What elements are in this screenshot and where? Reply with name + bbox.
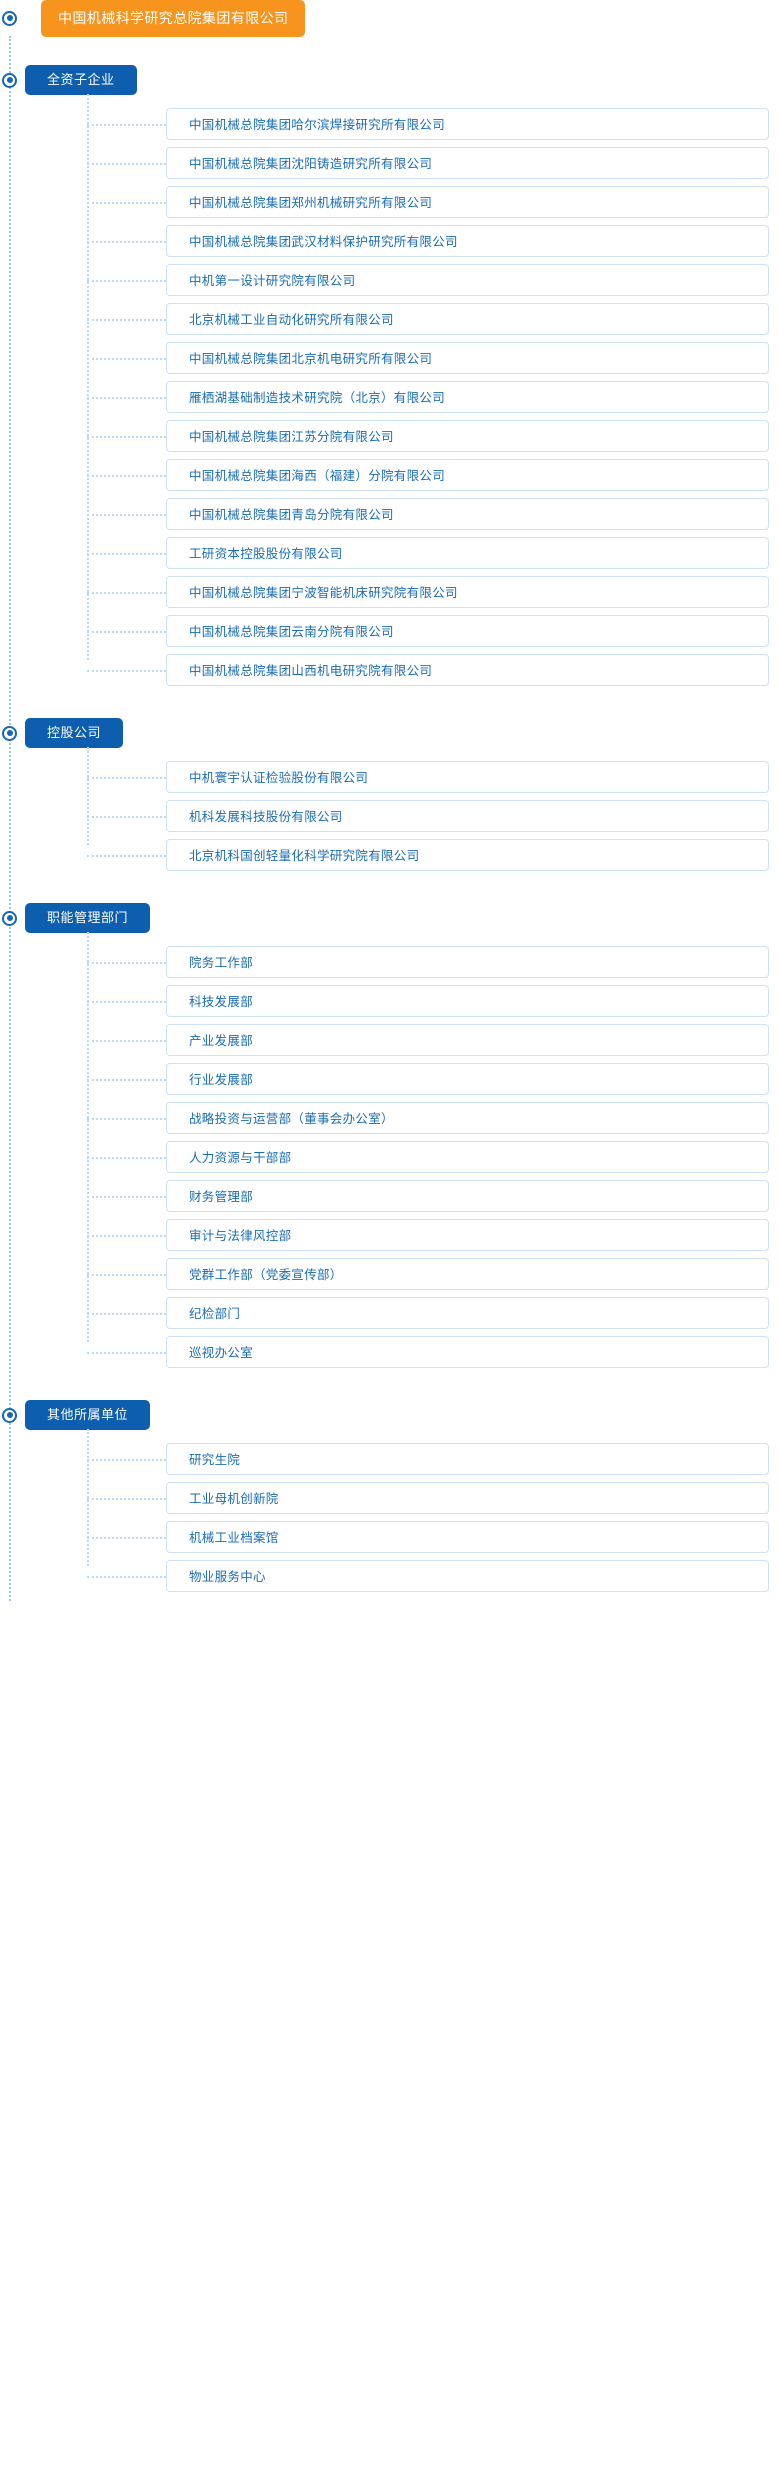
org-item[interactable]: 行业发展部 xyxy=(166,1062,769,1095)
category-children: 中机寰宇认证检验股份有限公司机科发展科技股份有限公司北京机科国创轻量化科学研究院… xyxy=(87,747,779,874)
org-item-row: 研究生院 xyxy=(87,1439,779,1478)
org-item-row: 中国机械总院集团青岛分院有限公司 xyxy=(87,494,779,533)
root-node-row: 中国机械科学研究总院集团有限公司 xyxy=(0,0,779,37)
org-item-row: 产业发展部 xyxy=(87,1020,779,1059)
org-item[interactable]: 审计与法律风控部 xyxy=(166,1218,769,1251)
org-item-row: 中机寰宇认证检验股份有限公司 xyxy=(87,757,779,796)
org-item-row: 北京机科国创轻量化科学研究院有限公司 xyxy=(87,835,779,874)
org-item[interactable]: 中国机械总院集团山西机电研究院有限公司 xyxy=(166,653,769,686)
org-item-row: 机科发展科技股份有限公司 xyxy=(87,796,779,835)
category-children: 中国机械总院集团哈尔滨焊接研究所有限公司中国机械总院集团沈阳铸造研究所有限公司中… xyxy=(87,94,779,689)
org-item-row: 中国机械总院集团宁波智能机床研究院有限公司 xyxy=(87,572,779,611)
org-item[interactable]: 中国机械总院集团青岛分院有限公司 xyxy=(166,497,769,530)
org-chart: 中国机械科学研究总院集团有限公司 全资子企业中国机械总院集团哈尔滨焊接研究所有限… xyxy=(0,0,779,1595)
category-children: 研究生院工业母机创新院机械工业档案馆物业服务中心 xyxy=(87,1429,779,1595)
org-item-row: 中国机械总院集团武汉材料保护研究所有限公司 xyxy=(87,221,779,260)
category-header[interactable]: 其他所属单位 xyxy=(25,1400,151,1430)
org-item[interactable]: 中机第一设计研究院有限公司 xyxy=(166,263,769,296)
org-item[interactable]: 北京机械工业自动化研究所有限公司 xyxy=(166,302,769,335)
org-item-row: 审计与法律风控部 xyxy=(87,1215,779,1254)
category-header-row: 其他所属单位 xyxy=(0,1400,779,1430)
category-header[interactable]: 全资子企业 xyxy=(25,65,137,95)
org-item[interactable]: 巡视办公室 xyxy=(166,1335,769,1368)
org-item-row: 战略投资与运营部（董事会办公室） xyxy=(87,1098,779,1137)
category-section: 职能管理部门院务工作部科技发展部产业发展部行业发展部战略投资与运营部（董事会办公… xyxy=(0,903,779,1371)
category-children: 院务工作部科技发展部产业发展部行业发展部战略投资与运营部（董事会办公室） 人力资源… xyxy=(87,932,779,1371)
org-item[interactable]: 中国机械总院集团北京机电研究所有限公司 xyxy=(166,341,769,374)
org-item[interactable]: 研究生院 xyxy=(166,1442,769,1475)
category-header[interactable]: 职能管理部门 xyxy=(25,903,151,933)
org-item-row: 行业发展部 xyxy=(87,1059,779,1098)
org-item-row: 党群工作部（党委宣传部） xyxy=(87,1254,779,1293)
org-item-row: 雁栖湖基础制造技术研究院（北京）有限公司 xyxy=(87,377,779,416)
org-item[interactable]: 中国机械总院集团武汉材料保护研究所有限公司 xyxy=(166,224,769,257)
org-item[interactable]: 北京机科国创轻量化科学研究院有限公司 xyxy=(166,838,769,871)
org-item[interactable]: 院务工作部 xyxy=(166,945,769,978)
org-item-row: 纪检部门 xyxy=(87,1293,779,1332)
org-item[interactable]: 中国机械总院集团海西（福建）分院有限公司 xyxy=(166,458,769,491)
org-item-row: 中国机械总院集团北京机电研究所有限公司 xyxy=(87,338,779,377)
category-section: 其他所属单位研究生院工业母机创新院机械工业档案馆物业服务中心 xyxy=(0,1400,779,1595)
org-item[interactable]: 雁栖湖基础制造技术研究院（北京）有限公司 xyxy=(166,380,769,413)
org-item[interactable]: 党群工作部（党委宣传部） xyxy=(166,1257,769,1290)
category-section: 全资子企业中国机械总院集团哈尔滨焊接研究所有限公司中国机械总院集团沈阳铸造研究所… xyxy=(0,65,779,689)
category-header-row: 控股公司 xyxy=(0,718,779,748)
category-list: 全资子企业中国机械总院集团哈尔滨焊接研究所有限公司中国机械总院集团沈阳铸造研究所… xyxy=(0,65,779,1595)
org-item-row: 中国机械总院集团云南分院有限公司 xyxy=(87,611,779,650)
org-item-row: 科技发展部 xyxy=(87,981,779,1020)
org-item-row: 机械工业档案馆 xyxy=(87,1517,779,1556)
category-node-marker-icon xyxy=(2,725,17,741)
org-item-row: 工业母机创新院 xyxy=(87,1478,779,1517)
org-item-row: 院务工作部 xyxy=(87,942,779,981)
org-item[interactable]: 中国机械总院集团云南分院有限公司 xyxy=(166,614,769,647)
org-item[interactable]: 中国机械总院集团郑州机械研究所有限公司 xyxy=(166,185,769,218)
org-item[interactable]: 机械工业档案馆 xyxy=(166,1520,769,1553)
org-item-row: 中机第一设计研究院有限公司 xyxy=(87,260,779,299)
org-item-row: 北京机械工业自动化研究所有限公司 xyxy=(87,299,779,338)
org-item[interactable]: 机科发展科技股份有限公司 xyxy=(166,799,769,832)
org-item[interactable]: 工业母机创新院 xyxy=(166,1481,769,1514)
org-item[interactable]: 财务管理部 xyxy=(166,1179,769,1212)
org-item[interactable]: 中机寰宇认证检验股份有限公司 xyxy=(166,760,769,793)
org-item[interactable]: 中国机械总院集团哈尔滨焊接研究所有限公司 xyxy=(166,107,769,140)
org-item-row: 中国机械总院集团郑州机械研究所有限公司 xyxy=(87,182,779,221)
org-item-row: 中国机械总院集团江苏分院有限公司 xyxy=(87,416,779,455)
category-node-marker-icon xyxy=(2,910,17,926)
category-header-row: 职能管理部门 xyxy=(0,903,779,933)
root-node-marker-icon xyxy=(2,10,17,26)
category-header[interactable]: 控股公司 xyxy=(25,718,124,748)
org-item[interactable]: 战略投资与运营部（董事会办公室） xyxy=(166,1101,769,1134)
org-item[interactable]: 中国机械总院集团宁波智能机床研究院有限公司 xyxy=(166,575,769,608)
org-item-row: 财务管理部 xyxy=(87,1176,779,1215)
org-item-row: 工研资本控股股份有限公司 xyxy=(87,533,779,572)
root-node[interactable]: 中国机械科学研究总院集团有限公司 xyxy=(41,0,306,37)
org-item-row: 中国机械总院集团沈阳铸造研究所有限公司 xyxy=(87,143,779,182)
org-item-row: 巡视办公室 xyxy=(87,1332,779,1371)
org-item-row: 物业服务中心 xyxy=(87,1556,779,1595)
org-item[interactable]: 物业服务中心 xyxy=(166,1559,769,1592)
category-section: 控股公司中机寰宇认证检验股份有限公司机科发展科技股份有限公司北京机科国创轻量化科… xyxy=(0,718,779,874)
org-item[interactable]: 人力资源与干部部 xyxy=(166,1140,769,1173)
org-item[interactable]: 纪检部门 xyxy=(166,1296,769,1329)
org-item[interactable]: 中国机械总院集团沈阳铸造研究所有限公司 xyxy=(166,146,769,179)
org-item-row: 中国机械总院集团山西机电研究院有限公司 xyxy=(87,650,779,689)
org-item-row: 中国机械总院集团哈尔滨焊接研究所有限公司 xyxy=(87,104,779,143)
org-item[interactable]: 产业发展部 xyxy=(166,1023,769,1056)
category-node-marker-icon xyxy=(2,1407,17,1423)
org-item[interactable]: 工研资本控股股份有限公司 xyxy=(166,536,769,569)
org-item-row: 人力资源与干部部 xyxy=(87,1137,779,1176)
category-header-row: 全资子企业 xyxy=(0,65,779,95)
category-node-marker-icon xyxy=(2,72,17,88)
tree-spine xyxy=(9,36,11,1601)
org-item-row: 中国机械总院集团海西（福建）分院有限公司 xyxy=(87,455,779,494)
org-item[interactable]: 科技发展部 xyxy=(166,984,769,1017)
org-item[interactable]: 中国机械总院集团江苏分院有限公司 xyxy=(166,419,769,452)
